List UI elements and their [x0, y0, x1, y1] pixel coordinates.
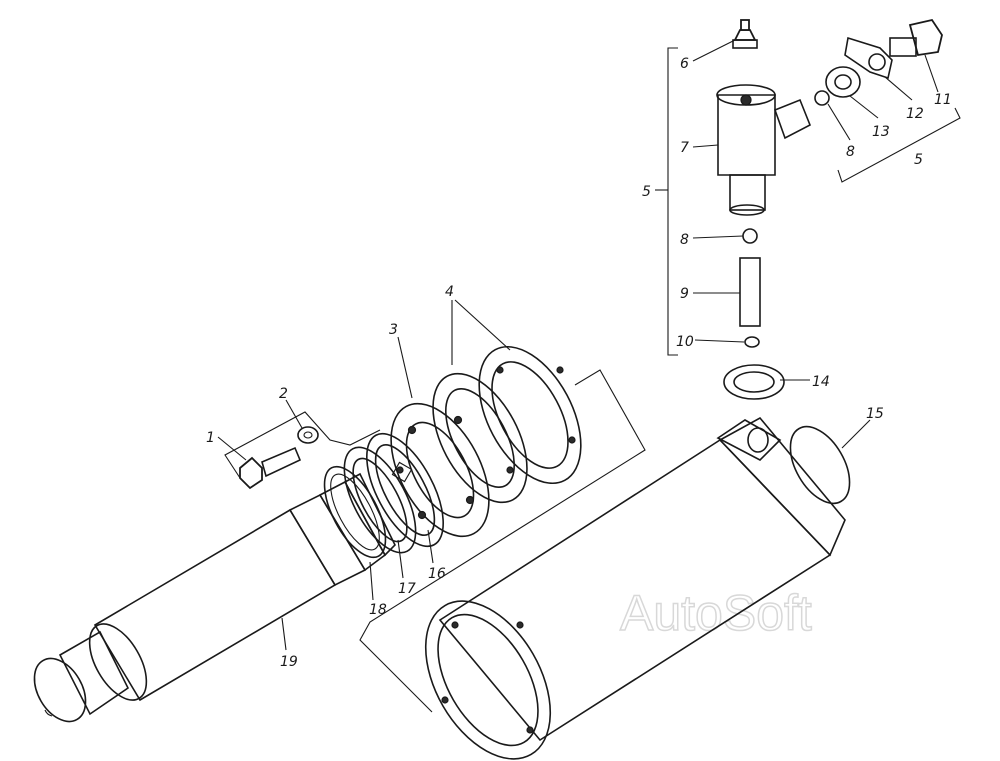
ball-part-8-mid	[742, 228, 758, 244]
ball-part-8-top	[814, 90, 830, 106]
callout-17: 17	[398, 581, 416, 597]
callout-4: 4	[445, 284, 454, 300]
spring-part-9	[739, 257, 761, 327]
callout-18: 18	[369, 602, 387, 618]
callout-1: 1	[206, 430, 215, 446]
valve-body-part-7	[716, 84, 812, 216]
washer-part-10	[744, 336, 760, 348]
callout-11: 11	[934, 92, 952, 108]
leader-lines	[217, 39, 939, 651]
flange-part-3	[390, 402, 490, 538]
grease-nipple-part-6	[732, 19, 758, 49]
callout-16: 16	[428, 566, 446, 582]
piston-rod-part-19	[33, 472, 396, 723]
callout-5-left: 5	[642, 184, 651, 200]
callout-8-top: 8	[846, 144, 855, 160]
cylinder-part-15	[424, 416, 851, 760]
washer-part-2	[297, 426, 319, 444]
callout-3: 3	[389, 322, 398, 338]
callout-7: 7	[680, 140, 689, 156]
lock-plate-part-12	[844, 36, 893, 80]
gasket-part-14	[723, 364, 785, 400]
callout-labels: 1 2 3 4 5 5 6 7 8 8 9 10 11 12 13 14 15 …	[206, 56, 952, 670]
ring-part-17	[343, 446, 417, 554]
ring-part-18	[323, 465, 387, 559]
callout-9: 9	[680, 286, 689, 302]
callout-13: 13	[872, 124, 890, 140]
callout-15: 15	[866, 406, 884, 422]
callout-6: 6	[680, 56, 689, 72]
washer-part-13	[825, 66, 861, 98]
callout-10: 10	[676, 334, 694, 350]
watermark-text: AutoSoft	[620, 585, 812, 641]
callout-14: 14	[812, 374, 830, 390]
callout-8-mid: 8	[680, 232, 689, 248]
gasket-part-4a	[432, 372, 528, 504]
callout-2: 2	[279, 386, 288, 402]
callout-5-right: 5	[914, 152, 923, 168]
bolt-part-1	[239, 446, 302, 490]
callout-19: 19	[280, 654, 298, 670]
gasket-part-4b	[478, 345, 582, 485]
callout-12: 12	[906, 106, 924, 122]
plug-part-11	[889, 18, 943, 57]
